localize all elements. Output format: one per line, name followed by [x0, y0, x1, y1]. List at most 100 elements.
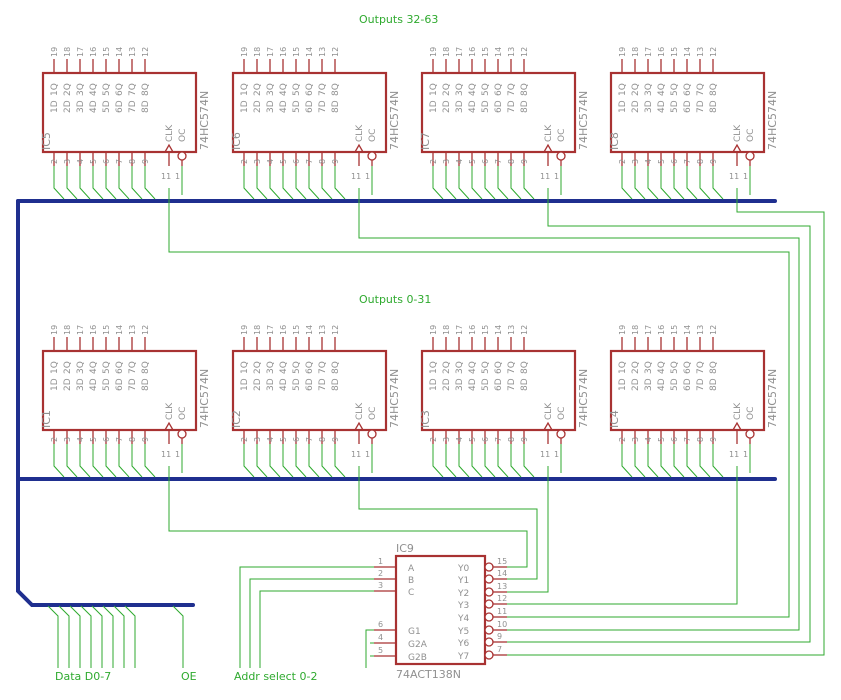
data-wire: [484, 166, 496, 200]
d-pin-number: 2: [618, 437, 627, 442]
q-pin-label: 2Q: [253, 83, 263, 96]
d-pin-number: 3: [442, 159, 451, 164]
clk-pin-number: 11: [351, 450, 361, 459]
data-wire: [673, 444, 685, 478]
oc-bubble: [177, 429, 187, 439]
decoder-input-number: 6: [378, 620, 383, 629]
q-pin-number: 16: [657, 47, 666, 57]
data-input-wire: [80, 605, 92, 668]
decoder-output-label: Y1: [457, 576, 469, 586]
d-pin-label: 3D: [644, 100, 654, 113]
q-pin-label: 4Q: [89, 83, 99, 96]
q-pin-label: 7Q: [696, 83, 706, 96]
data-wire: [53, 166, 65, 200]
q-pin-number: 17: [455, 47, 464, 57]
oc-pin-number: 1: [175, 172, 180, 181]
d-pin-label: 8D: [141, 378, 151, 391]
q-pin-number: 17: [644, 47, 653, 57]
decoder-output-bubble: [484, 637, 494, 647]
decoder-input-label: A: [408, 564, 415, 574]
q-pin-number: 19: [618, 47, 627, 57]
decoder-output-label: Y7: [457, 652, 469, 662]
q-pin-label: 1Q: [429, 83, 439, 96]
q-pin-number: 13: [128, 325, 137, 335]
d-pin-number: 7: [115, 437, 124, 442]
q-pin-number: 19: [240, 47, 249, 57]
d-pin-label: 6D: [683, 100, 693, 113]
input-label-addr: Addr select 0-2: [234, 670, 317, 683]
d-pin-label: 2D: [631, 378, 641, 391]
q-pin-number: 15: [670, 325, 679, 335]
d-pin-label: 4D: [468, 378, 478, 391]
d-pin-number: 3: [63, 437, 72, 442]
q-pin-number: 18: [442, 325, 451, 335]
data-wire: [144, 444, 156, 478]
q-pin-number: 18: [442, 47, 451, 57]
clk-pin-number: 11: [540, 172, 550, 181]
d-pin-label: 6D: [305, 378, 315, 391]
d-pin-number: 5: [657, 437, 666, 442]
d-pin-number: 7: [494, 437, 503, 442]
oe-input-wire: [172, 605, 184, 668]
data-wire: [484, 444, 496, 478]
oc-label: OC: [178, 129, 188, 142]
d-pin-label: 7D: [128, 378, 138, 391]
d-pin-label: 7D: [507, 100, 517, 113]
d-pin-label: 5D: [481, 378, 491, 391]
clk-triangle: [164, 421, 174, 431]
q-pin-number: 18: [253, 47, 262, 57]
d-pin-label: 1D: [50, 100, 60, 113]
clk-triangle: [164, 143, 174, 153]
data-wire: [282, 166, 294, 200]
oc-pin-number: 1: [743, 450, 748, 459]
latch-part: 74HC574N: [577, 369, 590, 428]
d-pin-number: 2: [240, 437, 249, 442]
d-pin-label: 5D: [102, 378, 112, 391]
decoder-output-number: 12: [497, 594, 507, 603]
data-wire: [634, 166, 646, 200]
d-pin-number: 4: [644, 437, 653, 442]
decoder-input-label: G2B: [408, 653, 427, 663]
d-pin-label: 3D: [76, 378, 86, 391]
q-pin-number: 14: [115, 47, 124, 57]
data-bus-trunk: [16, 199, 195, 607]
data-wire: [458, 444, 470, 478]
q-pin-number: 17: [644, 325, 653, 335]
q-pin-number: 17: [76, 47, 85, 57]
d-pin-number: 7: [305, 159, 314, 164]
d-pin-number: 6: [670, 437, 679, 442]
data-wire: [673, 166, 685, 200]
q-pin-label: 8Q: [331, 361, 341, 374]
data-wire: [523, 166, 535, 200]
q-pin-number: 15: [292, 325, 301, 335]
d-pin-number: 4: [455, 437, 464, 442]
q-pin-number: 17: [266, 325, 275, 335]
data-wire: [105, 444, 117, 478]
d-pin-label: 5D: [292, 378, 302, 391]
q-pin-label: 3Q: [266, 83, 276, 96]
input-label-oe: OE: [181, 670, 197, 683]
latch-ic5: 191Q21D182Q32D173Q43D164Q54D155Q65D146Q7…: [40, 47, 211, 181]
d-pin-number: 9: [520, 159, 529, 164]
latch-name: IC7: [419, 132, 432, 150]
d-pin-label: 1D: [618, 100, 628, 113]
q-pin-number: 12: [520, 325, 529, 335]
d-pin-label: 8D: [709, 378, 719, 391]
d-pin-label: 6D: [494, 100, 504, 113]
clk-pin-number: 11: [540, 450, 550, 459]
data-wire: [105, 166, 117, 200]
q-pin-number: 16: [279, 325, 288, 335]
d-pin-label: 8D: [520, 378, 530, 391]
data-input-wire: [113, 605, 125, 668]
q-pin-label: 1Q: [618, 83, 628, 96]
d-pin-label: 2D: [631, 100, 641, 113]
q-pin-label: 8Q: [709, 83, 719, 96]
clk-label: CLK: [544, 402, 554, 420]
q-pin-number: 16: [279, 47, 288, 57]
decoder-input-number: 2: [378, 569, 383, 578]
input-label-data: Data D0-7: [55, 670, 111, 683]
d-pin-label: 8D: [709, 100, 719, 113]
q-pin-label: 4Q: [468, 361, 478, 374]
decoder-input-number: 4: [378, 633, 383, 642]
